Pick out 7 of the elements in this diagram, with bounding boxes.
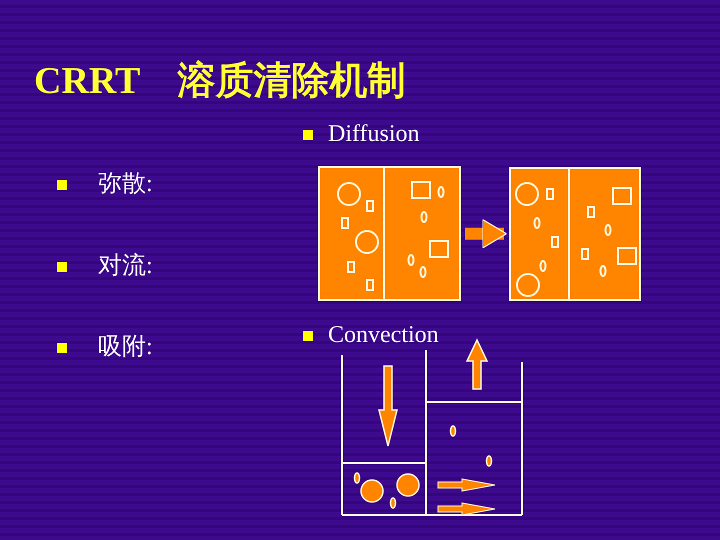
list-item: 弥散: — [98, 172, 153, 196]
section-heading: Diffusion — [328, 122, 420, 146]
arrow — [465, 218, 507, 249]
list-item: 吸附: — [98, 335, 153, 359]
list-item: 对流: — [98, 254, 153, 278]
slide-title: CRRT 溶质清除机制 — [34, 62, 406, 100]
section-heading: Convection — [328, 323, 439, 347]
